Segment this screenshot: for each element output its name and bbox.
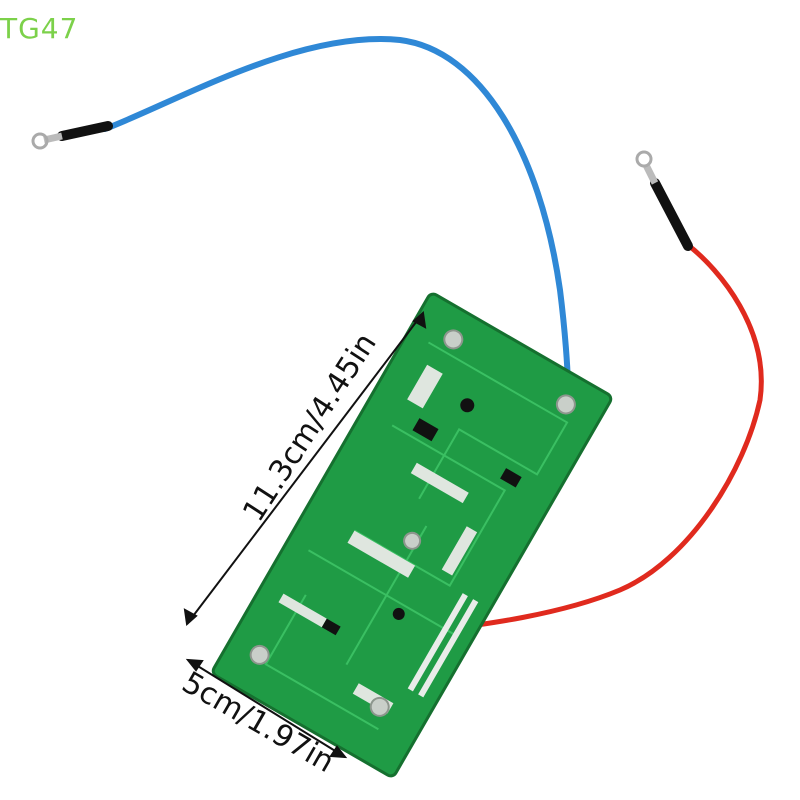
watermark-text: TG47 xyxy=(0,12,79,45)
blue-wire-terminal xyxy=(31,132,63,150)
red-wire-shrink xyxy=(650,178,693,251)
blue-wire-shrink xyxy=(57,121,113,141)
red-wire-terminal xyxy=(635,150,659,185)
length-dimension-arrow xyxy=(183,311,427,626)
blue-wire xyxy=(102,36,571,393)
red-wire xyxy=(437,242,764,633)
width-dimension-arrow xyxy=(185,658,348,759)
pcb-board xyxy=(211,292,613,778)
